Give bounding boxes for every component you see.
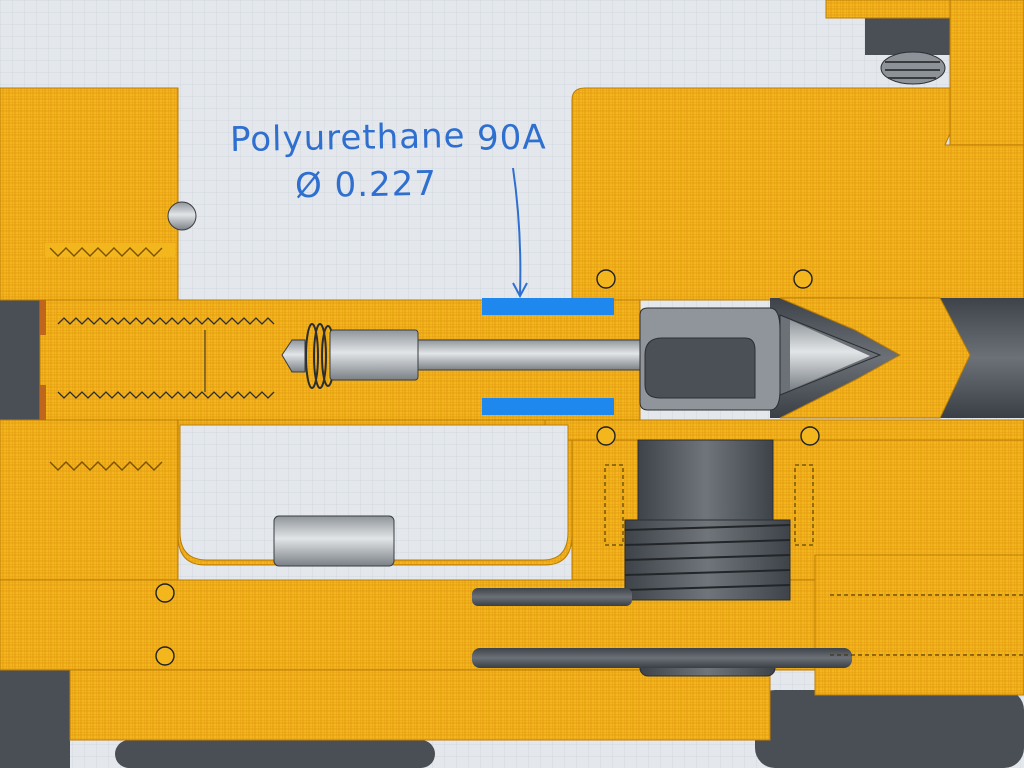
polyurethane-inserts	[482, 298, 614, 415]
material-label: Polyurethane	[229, 115, 466, 161]
internal-thread	[57, 317, 275, 399]
bottom-channel	[472, 588, 632, 606]
diameter-label: Ø 0.227	[294, 163, 438, 207]
plunger-rod	[281, 329, 644, 381]
thread-region-left	[40, 243, 175, 471]
o-ring-grooves	[155, 269, 820, 666]
chevron-section	[779, 297, 971, 419]
threaded-plug	[624, 439, 791, 677]
annotation-arrow	[512, 167, 528, 299]
small-cylinder	[273, 515, 395, 567]
top-screw	[880, 51, 946, 85]
hardness-label: 90A	[476, 117, 547, 159]
detent-ball	[167, 201, 197, 231]
bottom-bore	[472, 648, 852, 668]
piston-head	[639, 307, 882, 411]
hidden-lines	[604, 464, 1024, 656]
